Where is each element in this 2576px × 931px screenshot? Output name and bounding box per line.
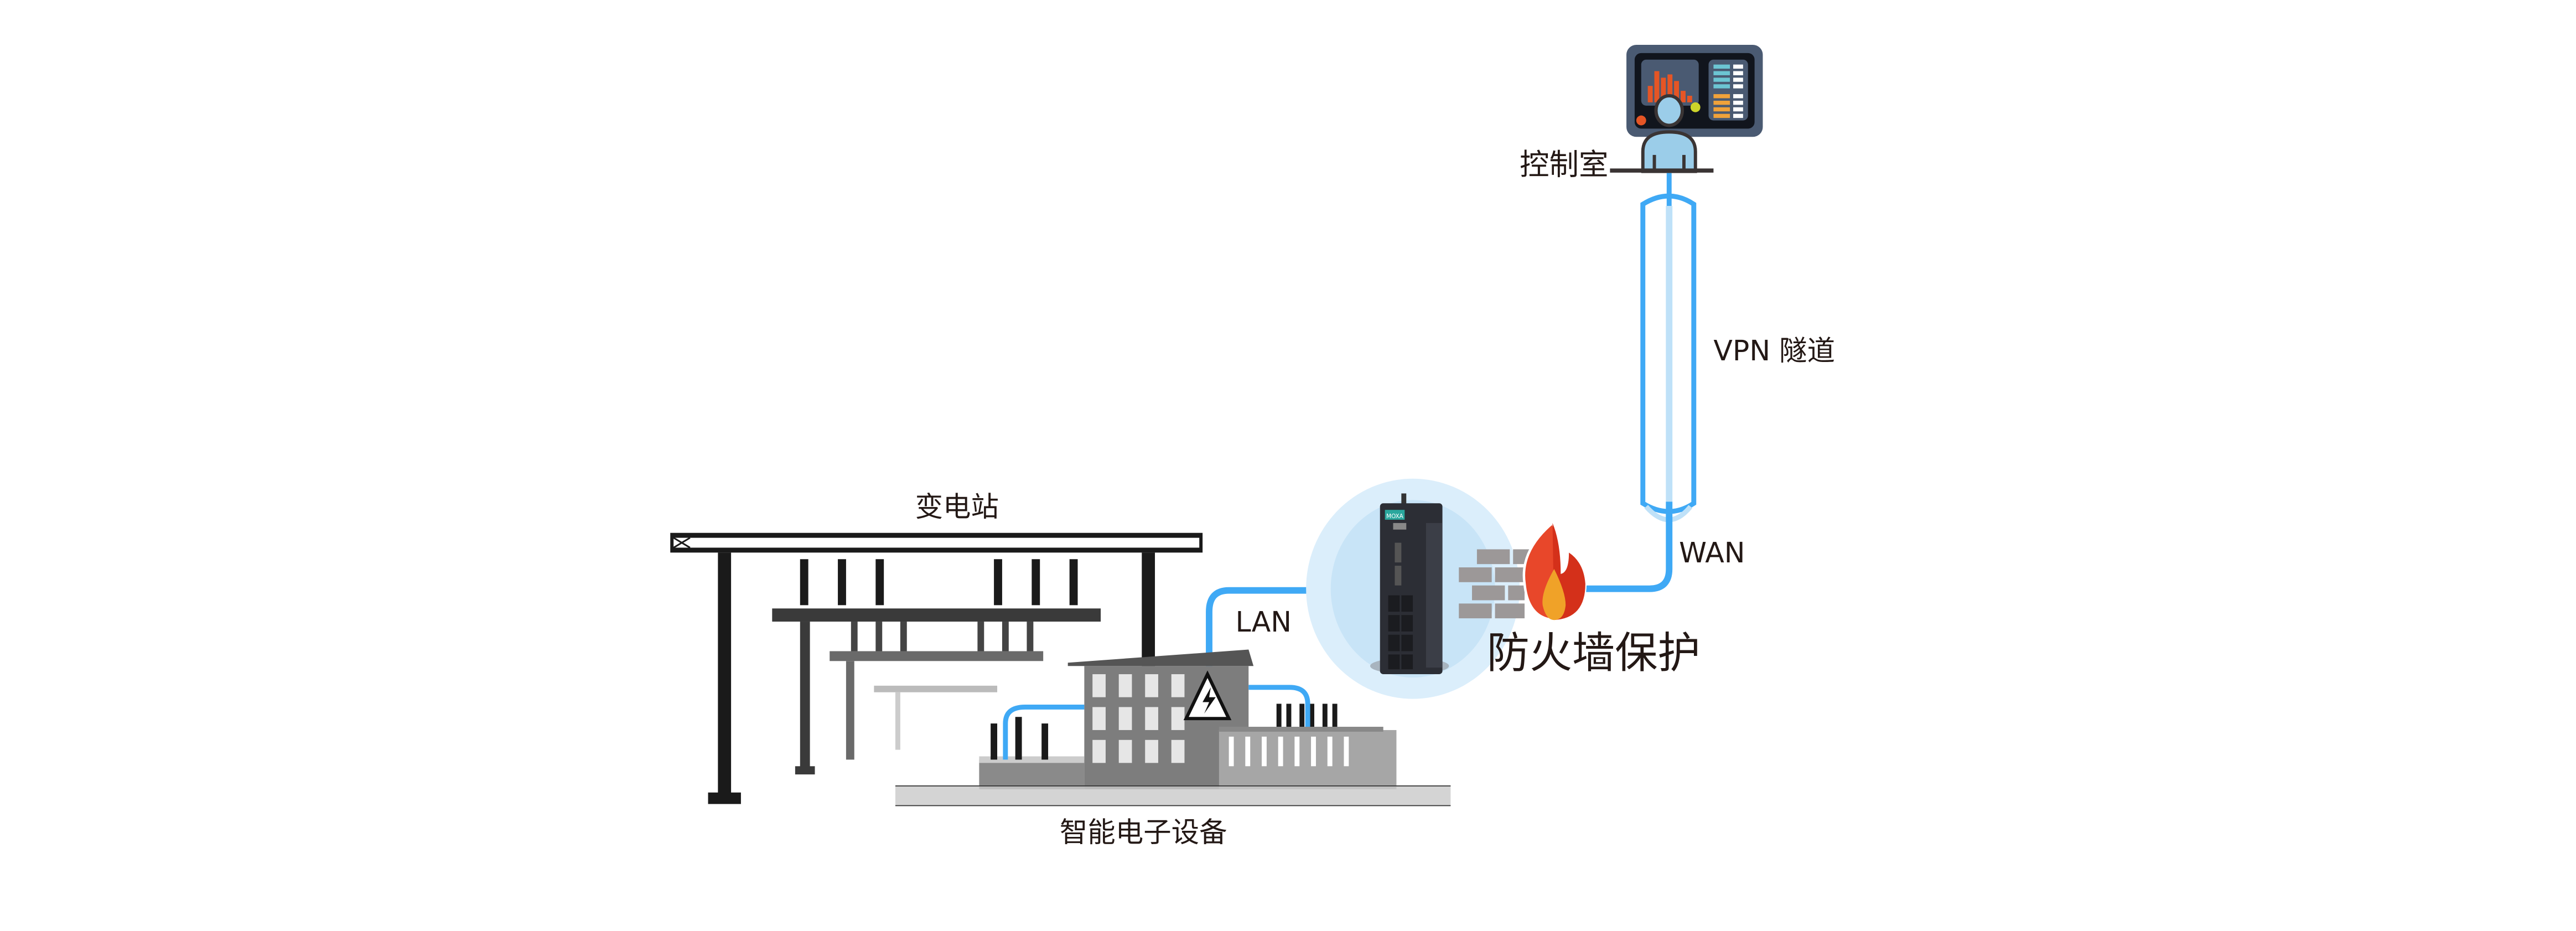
- wan-label: WAN: [1679, 536, 1745, 569]
- fence: [895, 785, 1451, 806]
- gantry-structure: [670, 532, 1203, 804]
- router-brand: MOXA: [1386, 513, 1404, 520]
- secure-router-icon: MOXA: [1306, 478, 1520, 699]
- substation-label: 变电站: [915, 490, 999, 523]
- lan-link: [1206, 587, 1314, 671]
- substation-building: [979, 649, 1397, 789]
- firewall-label: 防火墙保护: [1487, 628, 1701, 678]
- control-room-label: 控制室: [1520, 147, 1608, 182]
- ied-label: 智能电子设备: [1060, 816, 1227, 849]
- vpn-tunnel: [1577, 173, 1697, 592]
- firewall-icon: [1459, 521, 1587, 622]
- lan-label: LAN: [1236, 606, 1292, 638]
- vpn-tunnel-label: VPN 隧道: [1713, 334, 1835, 367]
- substation-illustration: [670, 532, 1451, 806]
- control-room-icon: [1610, 45, 1763, 173]
